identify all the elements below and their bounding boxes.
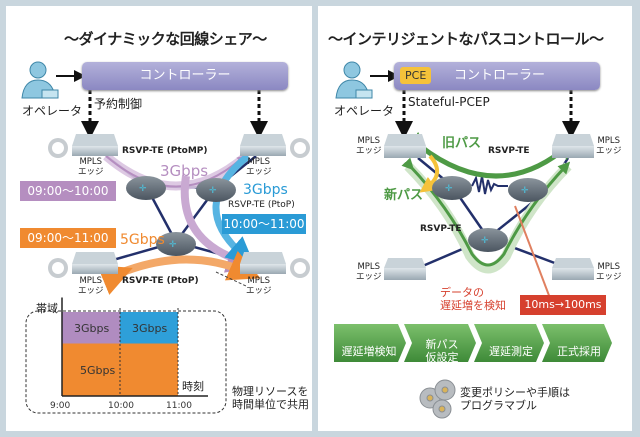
new-path-label: 新パス [384,188,424,203]
ptomp-label: RSVP-TE (PtoMP) [122,146,208,156]
intelligent-path-control-panel: ✛ ✛ ✛ ～インテリジェントなパスコントロール～ PCE [318,6,632,431]
right-panel-title: ～インテリジェントなパスコントロール～ [328,30,604,48]
step-new-path-provisional: 新パス仮設定 [425,338,459,364]
controller-label: コントローラー [454,68,546,83]
chart-bar-label: 3Gbps [74,322,109,335]
ptop-blue-label: RSVP-TE (PtoP) [228,200,295,210]
callout-pointer [215,271,247,287]
gear-icon [419,379,456,419]
svg-text:✛: ✛ [481,236,489,246]
chart-x-tick: 11:00 [166,401,192,411]
ptop-blue-time-badge: 10:00～11:00 [222,214,306,234]
step-delay-detect: 遅延増検知 [341,344,397,358]
chart-callout-box [25,310,227,414]
controller-box: PCE コントローラー [394,62,600,90]
chart-bar-label: 3Gbps [132,322,167,335]
old-path-label: 旧パス [442,136,482,151]
new-path [401,157,571,267]
stateful-pcep-label: Stateful-PCEP [408,95,490,109]
chart-bar-3gbps-1 [120,312,178,344]
mpls-edge-devices [72,134,286,274]
ptomp-time-badge: 09:00～10:00 [20,181,116,201]
ptop-orange-path [97,250,261,295]
ptop-orange-label: RSVP-TE (PtoP) [122,276,199,286]
latency-detect-note: データの遅延増を検知 [440,286,506,312]
programmable-policy-note: 変更ポリシーや手順はプログラマブル [460,386,570,412]
mpls-edge-devices [384,134,594,280]
rsvp-te-bottom-label: RSVP-TE [420,224,462,234]
operator-icon [21,61,59,99]
dynamic-line-share-panel: ✛ ✛ ✛ 5Gbps 3Gbps 3Gbps 9:00 10:00 11:00 帯域 [6,6,312,431]
right-diagram-graphics: ✛ ✛ ✛ [334,61,612,419]
latency-pointer [514,205,554,307]
chart-x-label: 時刻 [182,379,204,393]
switch-arrow [419,154,439,193]
operator-label: オペレータ [334,104,395,118]
chart-y-label: 帯域 [36,302,58,315]
clock-icons [48,138,310,278]
chart-x-tick: 10:00 [108,401,134,411]
workflow-steps [334,324,612,362]
svg-text:✛: ✛ [445,184,453,194]
svg-text:✛: ✛ [139,184,147,194]
left-panel-title: ～ダイナミックな回線シェア～ [64,30,267,48]
chart-bar-label: 5Gbps [80,364,115,377]
reservation-control-label: 予約制御 [94,97,143,111]
svg-text:✛: ✛ [209,186,217,196]
congested-link [471,175,508,195]
step-delay-measure: 遅延測定 [489,344,533,358]
left-diagram-graphics: ✛ ✛ ✛ 5Gbps 3Gbps 3Gbps 9:00 10:00 11:00 帯域 [21,61,310,414]
operator-icon [335,61,373,99]
pce-badge: PCE [400,67,432,84]
core-routers: ✛ ✛ ✛ [126,176,236,256]
latency-badge: 10ms→100ms [520,295,606,315]
time-sharing-note: 物理リソースを時間単位で共用 [232,385,309,411]
ptop-orange-bandwidth: 5Gbps [120,232,165,248]
rsvp-te-top-label: RSVP-TE [488,146,530,156]
operator-label: オペレータ [22,104,83,118]
chart-x-tick: 9:00 [50,401,70,411]
core-routers: ✛ ✛ ✛ [432,176,548,252]
svg-text:✛: ✛ [169,240,177,250]
ptop-orange-time-badge: 09:00～11:00 [20,228,116,248]
ptop-blue-path [212,153,255,266]
ptomp-bandwidth: 3Gbps [160,162,209,180]
ptop-blue-bandwidth: 3Gbps [243,182,288,198]
svg-text:✛: ✛ [521,186,529,196]
step-formal-adoption: 正式採用 [557,344,601,358]
chart-bar-3gbps-0 [62,312,120,344]
controller-box: コントローラー [82,62,288,90]
